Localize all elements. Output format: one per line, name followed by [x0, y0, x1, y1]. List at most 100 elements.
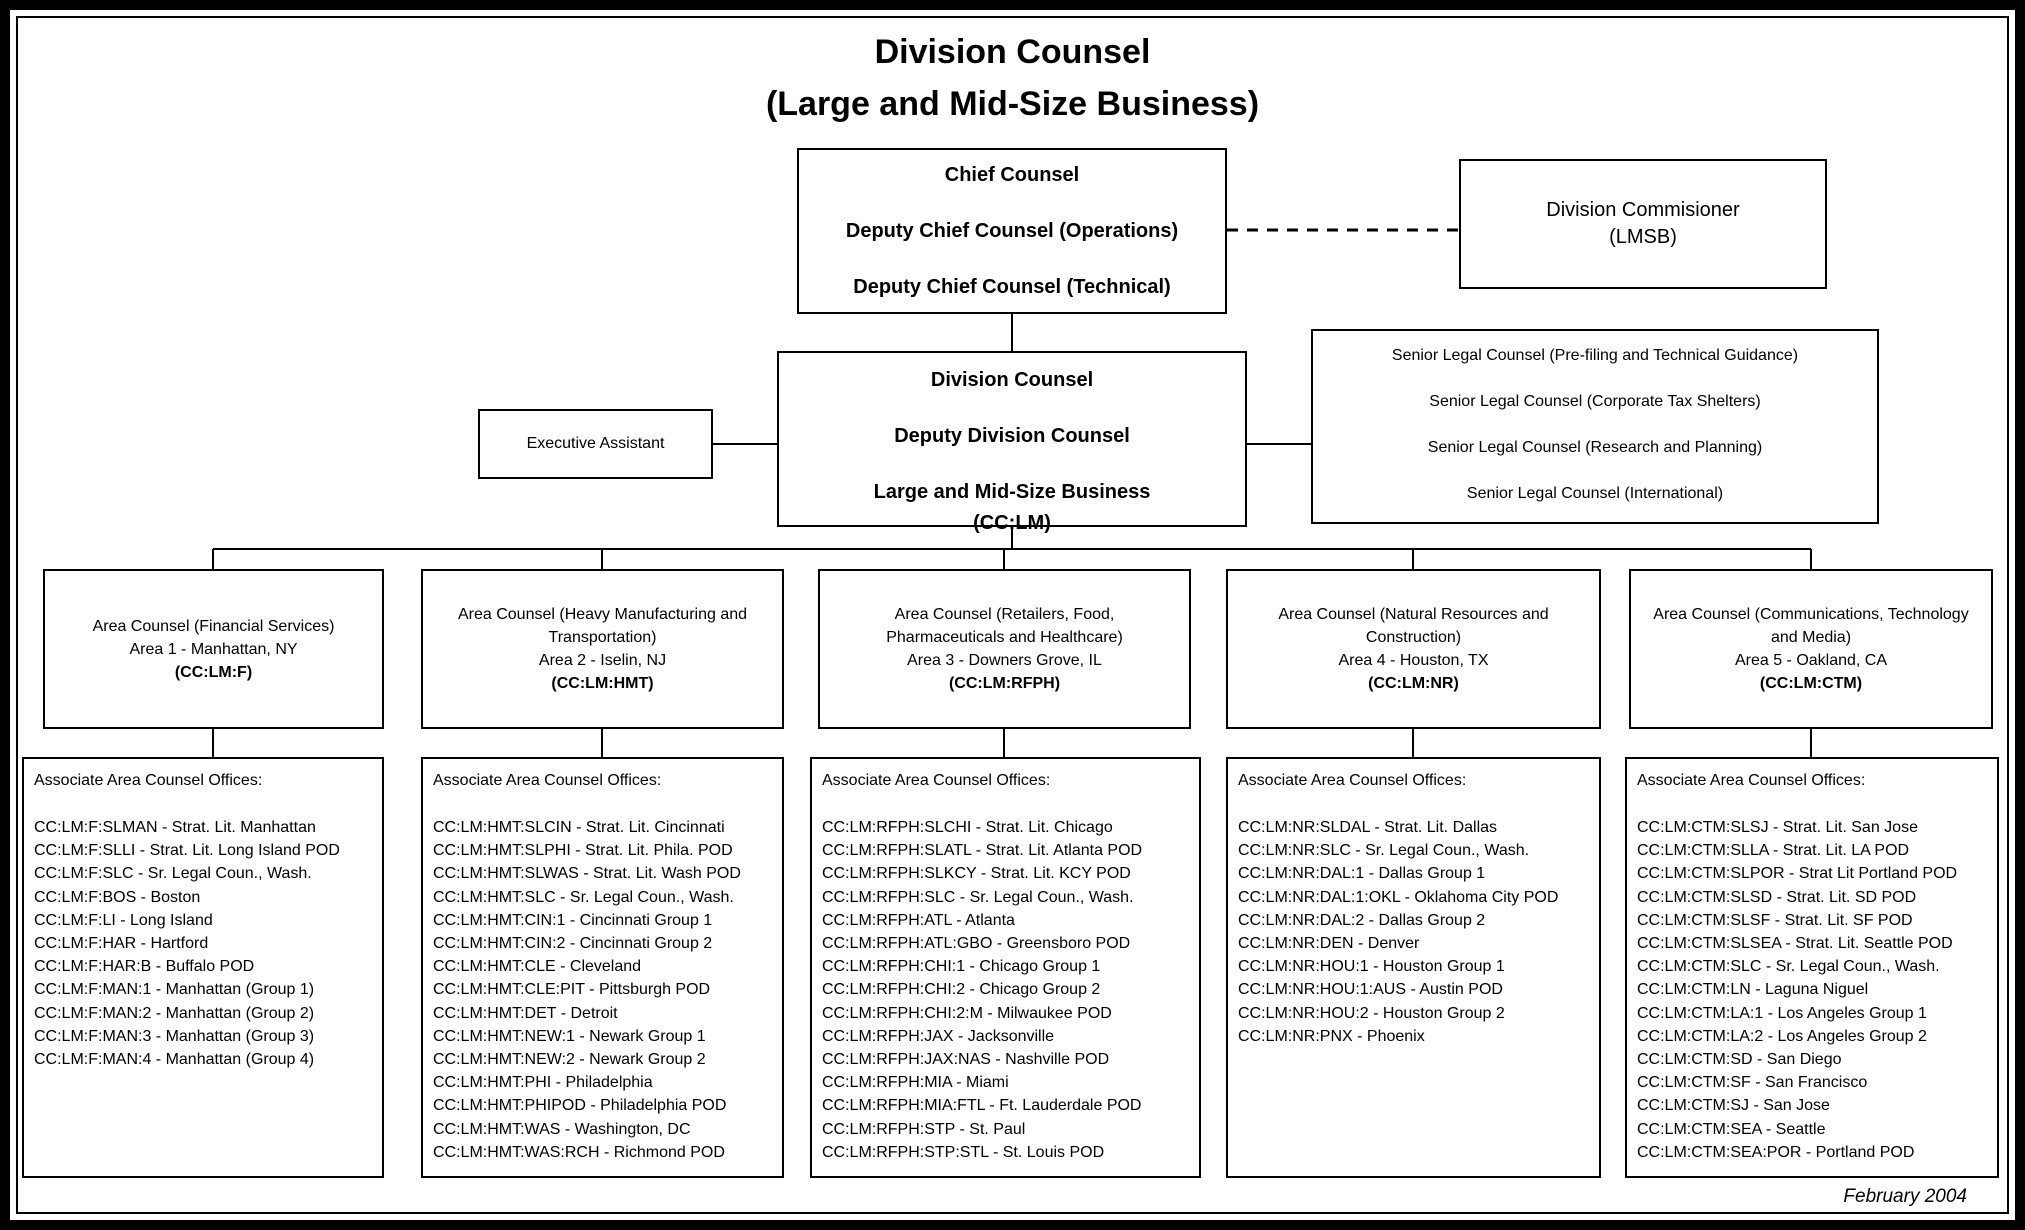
office-item: CC:LM:F:LI - Long Island [34, 911, 213, 929]
area-counsel-5-location: Area 5 - Oakland, CA [1734, 652, 1888, 669]
office-item: CC:LM:F:SLMAN - Strat. Lit. Manhattan [34, 819, 316, 836]
office-item: CC:LM:HMT:CLE:PIT - Pittsburgh POD [433, 981, 711, 999]
area-counsel-5-code: (CC:LM:CTM) [1759, 675, 1863, 692]
office-item: CC:LM:HMT:SLPHI - Strat. Lit. Phila. POD [433, 842, 733, 860]
chief-counsel-box: Chief Counsel Deputy Chief Counsel (Oper… [797, 148, 1227, 314]
division-commissioner-title: Division Commisioner [1546, 199, 1740, 221]
office-item: CC:LM:NR:DAL:1 - Dallas Group 1 [1238, 865, 1486, 883]
office-item: CC:LM:CTM:SJ - San Jose [1637, 1097, 1830, 1115]
office-item: CC:LM:RFPH:SLCHI - Strat. Lit. Chicago [822, 819, 1113, 836]
area-counsel-5-box: Area Counsel (Communications, Technology… [1629, 569, 1993, 729]
area-counsel-1-name: Area Counsel (Financial Services) [92, 617, 335, 635]
office-item: CC:LM:NR:DAL:1:OKL - Oklahoma City POD [1238, 888, 1559, 906]
area-counsel-2-name: Area Counsel (Heavy Manufacturing and Tr… [457, 606, 748, 646]
area-counsel-3-location: Area 3 - Downers Grove, IL [907, 652, 1102, 669]
area-counsel-3-name: Area Counsel (Retailers, Food, Pharmaceu… [886, 606, 1123, 646]
office-item: CC:LM:CTM:SLC - Sr. Legal Coun., Wash. [1637, 958, 1940, 976]
office-item: CC:LM:CTM:SD - San Diego [1637, 1051, 1842, 1069]
office-item: CC:LM:NR:HOU:1:AUS - Austin POD [1238, 981, 1503, 999]
office-item: CC:LM:NR:SLDAL - Strat. Lit. Dallas [1238, 819, 1498, 836]
area-counsel-4-box: Area Counsel (Natural Resources and Cons… [1226, 569, 1601, 729]
chief-counsel-title: Chief Counsel [944, 164, 1080, 186]
area-counsel-4-code: (CC:LM:NR) [1368, 675, 1459, 692]
office-item: CC:LM:CTM:LA:1 - Los Angeles Group 1 [1637, 1004, 1927, 1022]
office-item: CC:LM:F:HAR:B - Buffalo POD [34, 958, 255, 976]
associate-offices-2-header: Associate Area Counsel Offices: [433, 772, 662, 789]
office-item: CC:LM:F:MAN:1 - Manhattan (Group 1) [34, 981, 315, 999]
office-item: CC:LM:HMT:NEW:2 - Newark Group 2 [433, 1051, 706, 1069]
office-item: CC:LM:NR:HOU:2 - Houston Group 2 [1238, 1004, 1505, 1022]
area-counsel-1-location: Area 1 - Manhattan, NY [129, 640, 298, 658]
page-title-line2: (Large and Mid-Size Business) [765, 85, 1260, 123]
division-counsel-code: (CC:LM) [973, 512, 1051, 534]
office-item: CC:LM:RFPH:JAX:NAS - Nashville POD [822, 1051, 1110, 1069]
associate-offices-4-box: Associate Area Counsel Offices: CC:LM:NR… [1226, 757, 1601, 1178]
division-commissioner-box: Division Commisioner (LMSB) [1459, 159, 1827, 289]
office-item: CC:LM:CTM:LA:2 - Los Angeles Group 2 [1637, 1027, 1927, 1045]
office-item: CC:LM:HMT:PHI - Philadelphia [433, 1074, 653, 1092]
office-item: CC:LM:NR:SLC - Sr. Legal Coun., Wash. [1238, 842, 1530, 860]
office-item: CC:LM:CTM:SLPOR - Strat Lit Portland POD [1637, 865, 1958, 883]
deputy-chief-counsel-operations: Deputy Chief Counsel (Operations) [845, 220, 1179, 242]
senior-legal-counsel-international: Senior Legal Counsel (International) [1466, 485, 1724, 502]
office-item: CC:LM:F:MAN:2 - Manhattan (Group 2) [34, 1004, 315, 1022]
office-item: CC:LM:CTM:SLSJ - Strat. Lit. San Jose [1637, 819, 1918, 836]
associate-offices-5-header: Associate Area Counsel Offices: [1637, 772, 1866, 789]
office-item: CC:LM:CTM:LN - Laguna Niguel [1637, 981, 1869, 999]
office-item: CC:LM:F:SLLI - Strat. Lit. Long Island P… [34, 842, 340, 860]
office-item: CC:LM:RFPH:MIA:FTL - Ft. Lauderdale POD [822, 1097, 1142, 1115]
office-item: CC:LM:RFPH:SLKCY - Strat. Lit. KCY POD [822, 865, 1131, 883]
associate-offices-4-header: Associate Area Counsel Offices: [1238, 772, 1467, 789]
office-item: CC:LM:HMT:DET - Detroit [433, 1004, 618, 1022]
area-counsel-1-code: (CC:LM:F) [174, 663, 253, 681]
area-counsel-3-code: (CC:LM:RFPH) [948, 675, 1061, 692]
area-counsel-3-box: Area Counsel (Retailers, Food, Pharmaceu… [818, 569, 1191, 729]
office-item: CC:LM:RFPH:CHI:2:M - Milwaukee POD [822, 1004, 1112, 1022]
office-item: CC:LM:CTM:SLLA - Strat. Lit. LA POD [1637, 842, 1910, 860]
associate-offices-2-list: CC:LM:HMT:SLCIN - Strat. Lit. Cincinnati… [433, 816, 776, 1164]
office-item: CC:LM:HMT:NEW:1 - Newark Group 1 [433, 1027, 706, 1045]
office-item: CC:LM:F:HAR - Hartford [34, 935, 209, 953]
office-item: CC:LM:NR:HOU:1 - Houston Group 1 [1238, 958, 1505, 976]
division-counsel-box: Division Counsel Deputy Division Counsel… [777, 351, 1247, 534]
division-counsel-org: Large and Mid-Size Business [873, 481, 1151, 503]
office-item: CC:LM:F:MAN:3 - Manhattan (Group 3) [34, 1027, 315, 1045]
office-item: CC:LM:RFPH:MIA - Miami [822, 1074, 1009, 1092]
area-counsel-5-name: Area Counsel (Communications, Technology… [1653, 606, 1969, 646]
office-item: CC:LM:NR:DAL:2 - Dallas Group 2 [1238, 911, 1486, 929]
office-item: CC:LM:HMT:PHIPOD - Philadelphia POD [433, 1097, 727, 1115]
executive-assistant-box: Executive Assistant [478, 409, 713, 479]
office-item: CC:LM:RFPH:CHI:1 - Chicago Group 1 [822, 958, 1101, 976]
office-item: CC:LM:RFPH:SLC - Sr. Legal Coun., Wash. [822, 888, 1134, 906]
senior-legal-counsel-prefiling: Senior Legal Counsel (Pre-filing and Tec… [1391, 347, 1799, 364]
division-commissioner-code: (LMSB) [1609, 226, 1677, 248]
office-item: CC:LM:RFPH:JAX - Jacksonville [822, 1027, 1055, 1045]
senior-legal-counsel-research: Senior Legal Counsel (Research and Plann… [1427, 439, 1763, 456]
division-counsel-title: Division Counsel [930, 369, 1094, 391]
office-item: CC:LM:F:MAN:4 - Manhattan (Group 4) [34, 1051, 315, 1069]
associate-offices-1-header: Associate Area Counsel Offices: [34, 772, 263, 789]
office-item: CC:LM:CTM:SLSF - Strat. Lit. SF POD [1637, 911, 1913, 929]
office-item: CC:LM:RFPH:ATL:GBO - Greensboro POD [822, 935, 1131, 953]
office-item: CC:LM:RFPH:SLATL - Strat. Lit. Atlanta P… [822, 842, 1143, 860]
area-counsel-2-code: (CC:LM:HMT) [551, 675, 654, 692]
page-title-line1: Division Counsel [874, 33, 1151, 71]
office-item: CC:LM:RFPH:CHI:2 - Chicago Group 2 [822, 981, 1101, 999]
area-counsel-1-box: Area Counsel (Financial Services) Area 1… [43, 569, 384, 729]
senior-legal-counsel-tax-shelters: Senior Legal Counsel (Corporate Tax Shel… [1429, 393, 1761, 410]
associate-offices-2-box: Associate Area Counsel Offices: CC:LM:HM… [421, 757, 784, 1178]
office-item: CC:LM:HMT:SLC - Sr. Legal Coun., Wash. [433, 888, 734, 906]
area-counsel-2-box: Area Counsel (Heavy Manufacturing and Tr… [421, 569, 784, 729]
associate-offices-3-box: Associate Area Counsel Offices: CC:LM:RF… [810, 757, 1201, 1178]
office-item: CC:LM:HMT:SLCIN - Strat. Lit. Cincinnati [433, 819, 725, 836]
office-item: CC:LM:HMT:WAS:RCH - Richmond POD [433, 1143, 725, 1161]
date-note: February 2004 [1843, 1186, 1967, 1207]
office-item: CC:LM:NR:PNX - Phoenix [1238, 1027, 1425, 1045]
office-item: CC:LM:CTM:SF - San Francisco [1637, 1074, 1868, 1092]
page-title: Division Counsel (Large and Mid-Size Bus… [0, 26, 2025, 130]
deputy-division-counsel: Deputy Division Counsel [894, 425, 1130, 447]
